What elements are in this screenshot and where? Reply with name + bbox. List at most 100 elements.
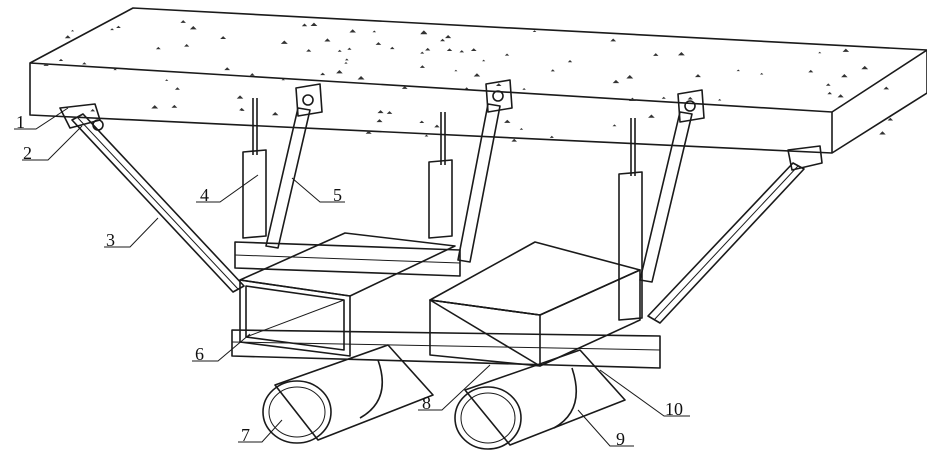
concrete-speckle xyxy=(155,46,161,50)
concrete-speckle xyxy=(110,28,114,31)
concrete-speckle xyxy=(626,75,634,79)
concrete-speckle xyxy=(347,47,352,50)
callout-6: 6 xyxy=(195,344,204,364)
concrete-speckle xyxy=(271,111,279,116)
concrete-speckle xyxy=(70,29,75,32)
concrete-speckle xyxy=(376,119,383,123)
diagonal-brace-left xyxy=(59,103,245,293)
concrete-speckle xyxy=(171,104,178,108)
concrete-speckle xyxy=(372,30,377,33)
inclined-brace-group xyxy=(265,79,705,283)
lower-channel xyxy=(231,329,661,369)
concrete-speckle xyxy=(887,117,894,121)
concrete-speckle xyxy=(454,69,458,72)
concrete-speckle xyxy=(386,111,393,114)
concrete-speckle xyxy=(519,128,524,130)
concrete-speckle xyxy=(389,46,395,50)
concrete-speckle xyxy=(43,63,49,66)
concrete-speckle xyxy=(401,86,408,89)
concrete-speckle xyxy=(113,68,117,71)
concrete-speckle xyxy=(661,96,666,99)
callout-1: 1 xyxy=(16,112,25,132)
concrete-speckle xyxy=(808,69,814,73)
concrete-speckle xyxy=(504,53,510,56)
concrete-speckle xyxy=(90,108,96,112)
concrete-speckle xyxy=(249,73,255,76)
concrete-speckle xyxy=(184,44,190,47)
concrete-speckle xyxy=(151,105,159,109)
concrete-speckle xyxy=(736,69,740,72)
concrete-speckle xyxy=(464,87,469,90)
concrete-speckle xyxy=(482,59,486,62)
callout-10: 10 xyxy=(665,399,683,419)
concrete-speckle xyxy=(424,134,429,137)
concrete-speckle xyxy=(612,124,617,127)
concrete-speckle xyxy=(236,95,244,99)
callout-4: 4 xyxy=(200,185,209,205)
concrete-speckle xyxy=(473,73,481,77)
callout-5: 5 xyxy=(333,185,342,205)
air-duct-right xyxy=(429,241,641,367)
concrete-speckle xyxy=(504,119,511,123)
concrete-speckle xyxy=(837,94,844,98)
concrete-speckle xyxy=(549,135,554,138)
concrete-speckle xyxy=(64,35,71,39)
concrete-speckle xyxy=(459,50,465,53)
concrete-speckle xyxy=(841,73,848,78)
concrete-speckle xyxy=(357,76,365,80)
concrete-speckle xyxy=(567,60,573,63)
concrete-speckle xyxy=(610,38,617,42)
concrete-speckle xyxy=(419,120,425,124)
concrete-speckle xyxy=(883,86,890,90)
diagonal-brace-right xyxy=(647,145,823,324)
concrete-speckle xyxy=(760,72,764,75)
concrete-speckle xyxy=(189,26,197,30)
concrete-speckle xyxy=(420,51,425,54)
concrete-speckle xyxy=(82,62,87,65)
concrete-speckle xyxy=(496,83,502,86)
concrete-speckle xyxy=(280,40,288,44)
concrete-speckle xyxy=(818,51,822,54)
air-duct-left xyxy=(239,232,456,357)
callout-8: 8 xyxy=(422,393,431,413)
concrete-speckle xyxy=(377,110,384,114)
concrete-speckle xyxy=(220,36,227,40)
concrete-speckle xyxy=(419,65,425,68)
concrete-speckle xyxy=(224,67,231,71)
concrete-speckle xyxy=(344,58,349,61)
concrete-speckle xyxy=(612,79,620,84)
callout-3: 3 xyxy=(106,230,115,250)
concrete-speckle xyxy=(116,25,121,29)
concrete-speckle xyxy=(825,83,831,86)
leader-lines xyxy=(14,107,690,447)
concrete-speckle xyxy=(861,65,869,70)
pipe-right xyxy=(454,349,626,450)
concrete-speckle xyxy=(324,38,331,42)
concrete-speckle xyxy=(434,124,440,128)
concrete-speckle xyxy=(718,98,722,101)
concrete-speckle xyxy=(306,49,312,52)
concrete-speckle xyxy=(440,38,446,42)
concrete-speckle xyxy=(694,74,701,78)
concrete-speckle xyxy=(336,70,343,74)
concrete-speckle xyxy=(301,23,308,27)
concrete-speckle xyxy=(842,48,850,52)
concrete-speckle xyxy=(446,48,453,52)
concrete-speckle xyxy=(310,22,318,27)
vertical-hanger-group xyxy=(242,98,643,321)
concrete-speckle xyxy=(532,30,537,33)
concrete-speckle xyxy=(344,62,348,64)
concrete-speckle xyxy=(522,88,526,90)
concrete-speckle xyxy=(180,20,186,23)
concrete-speckle xyxy=(349,29,356,33)
callout-9: 9 xyxy=(616,429,625,449)
concrete-speckle xyxy=(375,42,382,45)
concrete-speckle xyxy=(281,78,285,81)
concrete-speckle xyxy=(687,96,693,100)
concrete-speckle xyxy=(511,138,517,142)
concrete-speckle xyxy=(58,58,64,62)
callout-2: 2 xyxy=(23,143,32,163)
concrete-speckle xyxy=(165,79,169,81)
concrete-speckle xyxy=(653,53,659,56)
